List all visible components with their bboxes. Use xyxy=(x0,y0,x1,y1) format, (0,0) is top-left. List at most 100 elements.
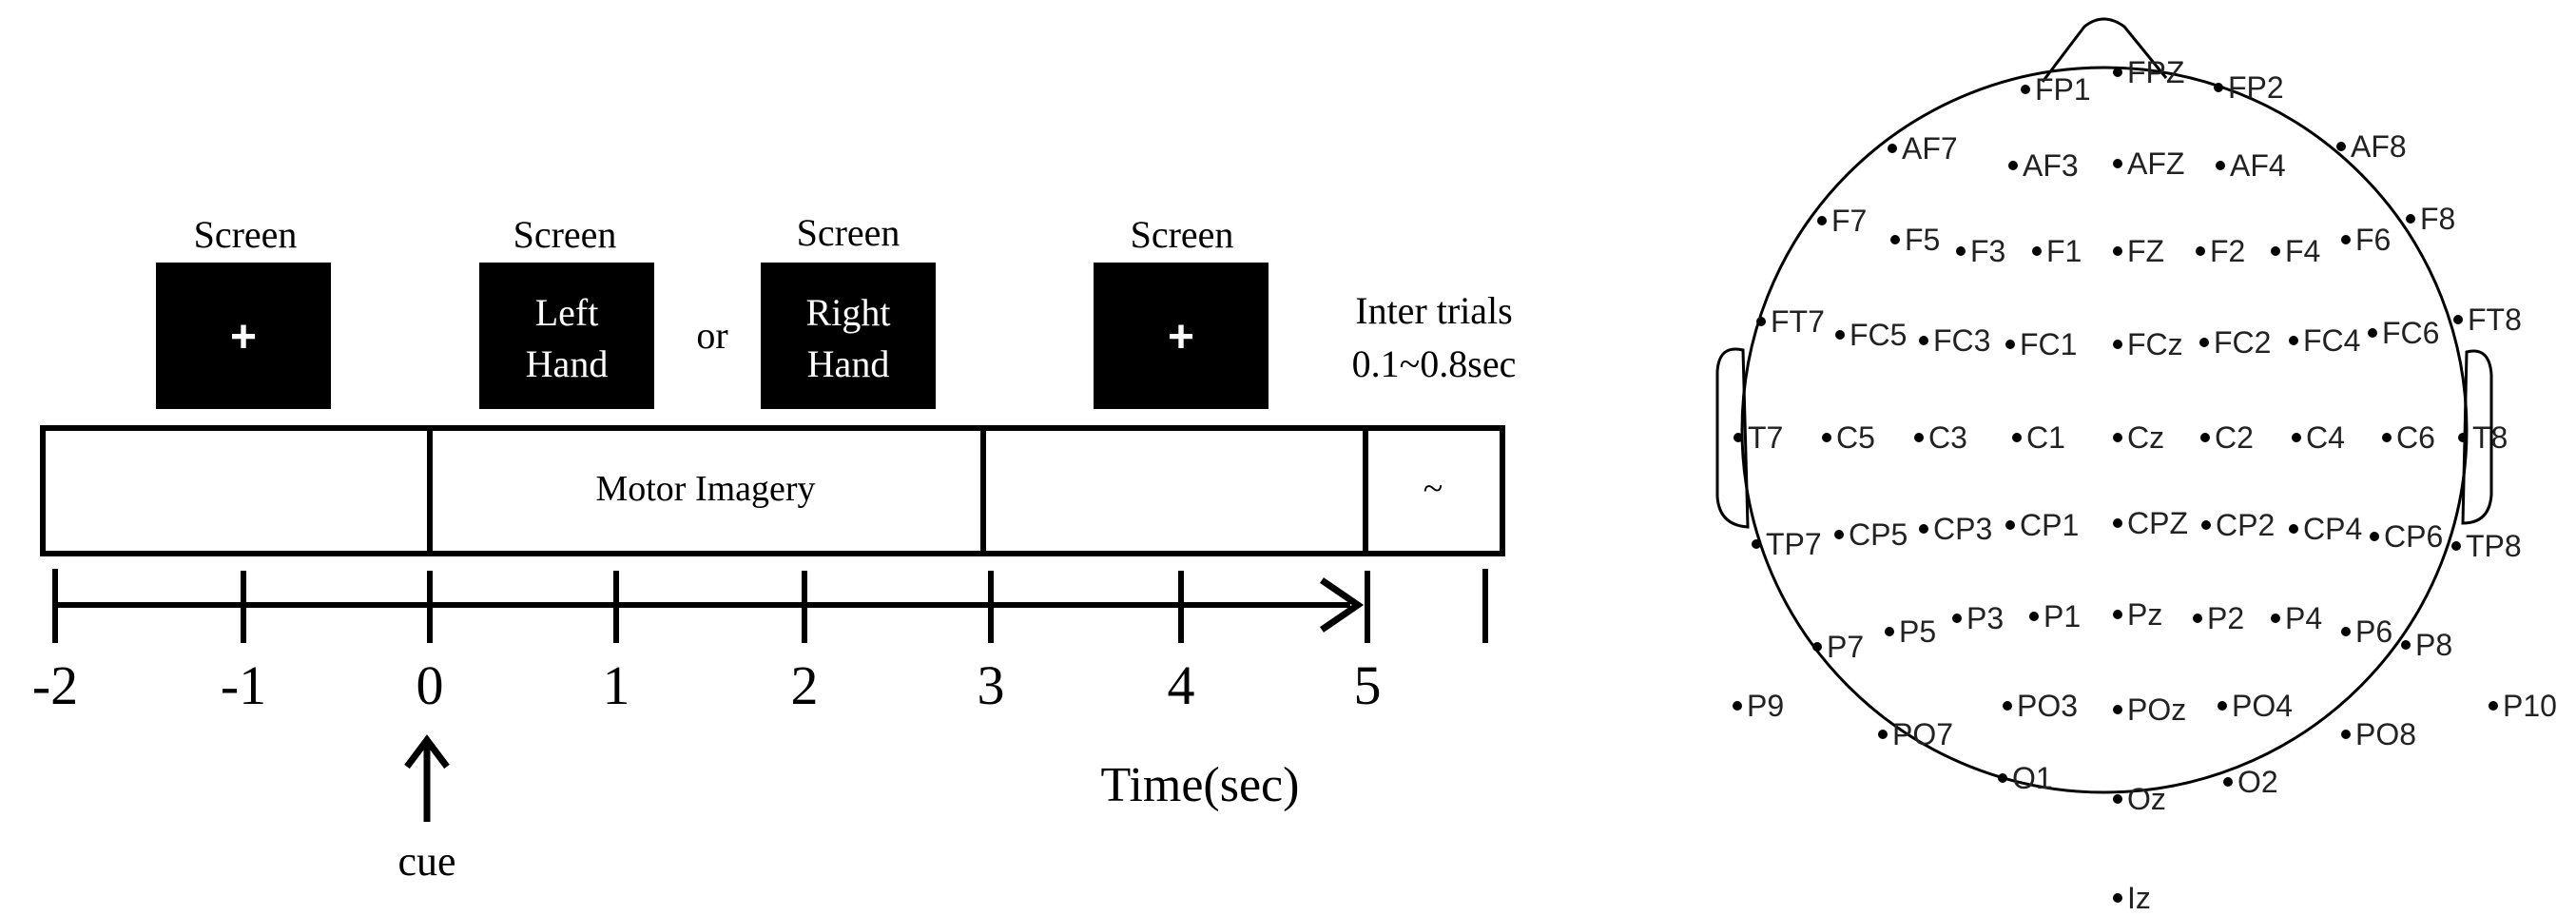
electrode-dot xyxy=(2458,433,2468,442)
electrode-dot xyxy=(2201,520,2211,530)
electrode-label: PO3 xyxy=(2017,689,2078,723)
electrode-dot xyxy=(2003,701,2012,711)
electrode-dot xyxy=(2113,246,2122,256)
electrode-label: FC3 xyxy=(1933,323,1990,358)
electrode-dot xyxy=(1956,246,1966,256)
electrode-label: T8 xyxy=(2472,420,2508,455)
electrode-dot xyxy=(1733,701,1742,711)
motor-imagery-label: Motor Imagery xyxy=(595,469,815,509)
electrode-dot xyxy=(2271,614,2280,623)
electrode-label: P5 xyxy=(1899,614,1936,649)
time-tick-label: 2 xyxy=(791,654,819,716)
electrode-dot xyxy=(2336,142,2346,151)
electrode-label: F1 xyxy=(2046,234,2082,268)
electrode-dot xyxy=(2451,541,2461,551)
electrode-label: Cz xyxy=(2127,420,2164,455)
or-label: or xyxy=(696,314,727,357)
electrode-dot xyxy=(2292,433,2301,442)
inter-trials-line-1: Inter trials xyxy=(1355,289,1513,332)
electrode-dot xyxy=(2382,433,2392,442)
electrode-label: FP1 xyxy=(2035,72,2091,107)
time-tick-label: 0 xyxy=(416,654,444,716)
electrode-dot xyxy=(2113,340,2122,349)
electrode-dot xyxy=(2489,701,2498,711)
electrode-label: FC6 xyxy=(2382,316,2439,350)
electrode-dot xyxy=(2214,83,2223,92)
electrode-dot xyxy=(1817,216,1827,225)
electrode-label: FC2 xyxy=(2214,325,2271,360)
screen-left-line-1: Left xyxy=(535,291,599,334)
electrode-dot xyxy=(2113,433,2122,442)
electrode-label: FCz xyxy=(2127,327,2183,361)
electrode-label: Pz xyxy=(2127,597,2162,632)
electrode-dot xyxy=(2341,235,2351,244)
electrode-dot xyxy=(2271,246,2280,256)
electrode-label: P2 xyxy=(2207,601,2244,635)
screen-box-fixation-2 xyxy=(1094,263,1269,409)
inter-trials-line-2: 0.1~0.8sec xyxy=(1352,342,1517,385)
nose-outline xyxy=(2041,17,2168,83)
electrode-label: FT7 xyxy=(1771,304,1825,339)
electrode-label: FZ xyxy=(2127,234,2164,268)
head-outline xyxy=(1740,66,2469,794)
electrode-label: FC1 xyxy=(2020,327,2077,361)
electrode-dot xyxy=(2113,705,2122,714)
time-axis-title: Time(sec) xyxy=(1101,758,1300,812)
electrode-label: Iz xyxy=(2127,881,2151,915)
phase-bar xyxy=(40,425,1505,556)
electrode-label: P7 xyxy=(1827,630,1864,664)
electrode-dot xyxy=(2113,518,2122,528)
time-tick-label: 4 xyxy=(1168,654,1195,716)
electrode-dot xyxy=(1914,433,1924,442)
electrode-dot xyxy=(2005,520,2015,530)
electrode-dot xyxy=(2113,610,2122,619)
electrode-label: PO8 xyxy=(2355,717,2416,751)
electrode-label: F4 xyxy=(2285,234,2320,268)
cue-arrowhead xyxy=(404,734,450,770)
screen-box-fixation-1 xyxy=(156,263,331,409)
electrode-label: FPZ xyxy=(2127,55,2184,89)
electrode-dot xyxy=(2216,161,2225,170)
electrode-dot xyxy=(2113,794,2122,804)
electrode-label: TP7 xyxy=(1766,527,1822,561)
electrode-dot xyxy=(1812,642,1822,652)
electrode-label: O1 xyxy=(2012,761,2053,795)
electrode-dot xyxy=(1878,730,1888,739)
time-tick-label: -1 xyxy=(221,654,266,716)
screen-title-4: Screen xyxy=(1131,213,1234,256)
electrode-label: P10 xyxy=(2503,689,2557,723)
rest-symbol: ~ xyxy=(1424,469,1443,509)
electrode-dot xyxy=(1733,433,1743,442)
electrode-label: POz xyxy=(2127,692,2186,727)
electrode-label: AF8 xyxy=(2351,129,2407,164)
electrode-label: F5 xyxy=(1905,223,1940,257)
electrode-label: PO4 xyxy=(2232,689,2293,723)
electrode-label: CPZ xyxy=(2127,506,2188,540)
electrode-dot xyxy=(2113,159,2122,168)
electrode-dot xyxy=(1756,317,1766,326)
electrode-label: C1 xyxy=(2026,420,2065,455)
left-ear-outline xyxy=(1715,347,1750,529)
time-tick-label: 5 xyxy=(1354,654,1382,716)
electrode-dot xyxy=(2199,338,2209,347)
electrode-dot xyxy=(2368,328,2377,338)
electrode-dot xyxy=(2406,214,2415,224)
electrode-dot xyxy=(2113,893,2122,903)
electrode-label: FP2 xyxy=(2228,70,2284,105)
electrode-label: PO7 xyxy=(1892,717,1953,751)
electrode-label: CP6 xyxy=(2384,519,2443,554)
electrode-dot xyxy=(1835,330,1845,340)
trial-timeline: Screen Screen Screen Screen + Left Hand … xyxy=(32,211,1517,885)
electrode-dot xyxy=(2200,433,2210,442)
electrode-dot xyxy=(1822,433,1831,442)
electrode-label: CP4 xyxy=(2303,512,2362,546)
fixation-cross-1: + xyxy=(230,312,257,362)
electrode-dot xyxy=(2223,777,2233,787)
electrode-label: FT8 xyxy=(2468,302,2522,337)
electrode-dot xyxy=(2341,627,2351,636)
electrode-dot xyxy=(1888,144,1897,153)
electrode-dot xyxy=(2453,315,2463,324)
electrode-label: F3 xyxy=(1970,234,2005,268)
